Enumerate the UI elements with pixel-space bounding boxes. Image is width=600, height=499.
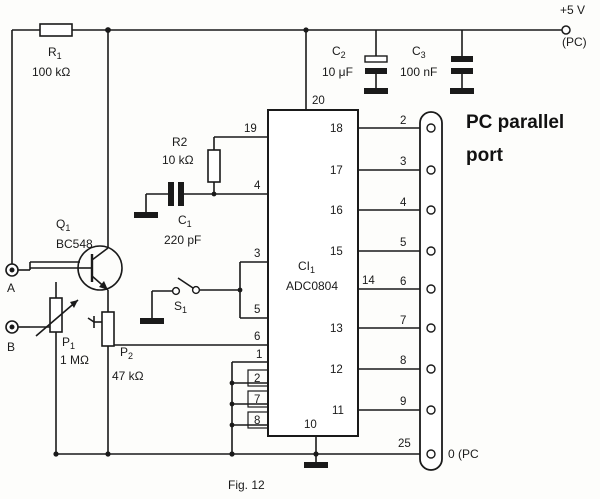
potentiometer-p1: P1 1 MΩ (30, 288, 89, 454)
r2-name: R2 (172, 135, 188, 149)
c2-value: 10 μF (322, 65, 353, 79)
c1-name: C1 (178, 213, 192, 229)
ic-pin-bottom: 10 (304, 419, 317, 431)
ic-adc0804: 20 10 CI1 ADC0804 (267, 27, 359, 437)
resistor-r2: R2 10 kΩ (162, 135, 221, 197)
capacitor-c3: C3 100 nF (400, 30, 474, 94)
port-pin: 8 (400, 355, 406, 367)
port-pin: 25 (398, 438, 411, 450)
ic-left-pin: 2 (254, 373, 260, 385)
potentiometer-p2: P2 47 kΩ (87, 311, 144, 454)
ic-right-pin: 18 (330, 123, 343, 135)
s1-name: S1 (174, 299, 187, 315)
p1-name: P1 (62, 335, 75, 351)
supply-terminal (561, 25, 571, 35)
ic-right-pin: 14 (362, 275, 375, 287)
supply-label: +5 V (560, 3, 585, 17)
ic-left-pin: 4 (254, 180, 261, 192)
ground-note: 0 (PC (448, 447, 479, 461)
terminal-b: B (5, 320, 30, 354)
port-pin: 5 (400, 237, 406, 249)
p1-value: 1 MΩ (60, 353, 89, 367)
supply-rail: +5 V (PC) (12, 3, 587, 49)
ic-name: CI1 (298, 259, 315, 275)
port-pin: 9 (400, 396, 406, 408)
ic-left-pin: 5 (254, 304, 260, 316)
figure-caption: Fig. 12 (228, 478, 265, 492)
ic-part: ADC0804 (286, 279, 338, 293)
ic-left-pin: 1 (256, 349, 262, 361)
q1-value: BC548 (56, 237, 93, 251)
heading-line1: PC parallel (466, 112, 564, 133)
port-pin: 2 (400, 115, 406, 127)
ic-left-pins: 19 4 3 5 6 1 2 7 8 (214, 123, 269, 454)
c2-name: C2 (332, 44, 346, 60)
switch-s1: S1 (140, 262, 243, 324)
heading-line2: port (466, 145, 504, 166)
ic-right-pin: 16 (330, 205, 343, 217)
ic-left-pin: 19 (244, 123, 257, 135)
capacitor-c1: C1 220 pF (134, 182, 214, 247)
c3-name: C3 (412, 44, 426, 60)
p2-name: P2 (120, 345, 133, 361)
port-pin: 4 (400, 197, 407, 209)
ic-left-pin: 7 (254, 394, 260, 406)
transistor-q1: Q1 BC548 (56, 217, 123, 291)
r1-name: R1 (48, 45, 62, 61)
terminal-a: A (5, 263, 19, 295)
ic-right-pin: 15 (330, 246, 343, 258)
p2-value: 47 kΩ (112, 369, 144, 383)
resistor-r1: R1 100 kΩ (32, 23, 73, 79)
terminal-b-label: B (7, 340, 15, 354)
ic-right-pin: 12 (330, 364, 343, 376)
ic-right-pins: 18 17 16 15 14 13 12 11 (330, 123, 428, 417)
ic-left-pin: 8 (254, 415, 260, 427)
c3-value: 100 nF (400, 65, 437, 79)
capacitor-c2: C2 10 μF (322, 30, 388, 94)
ground-symbol-ic (304, 436, 328, 468)
ic-right-pin: 11 (332, 405, 344, 417)
q1-name: Q1 (56, 217, 70, 233)
ic-pin-top: 20 (312, 95, 325, 107)
port-pin: 7 (400, 315, 406, 327)
ic-left-pin: 3 (254, 248, 260, 260)
terminal-a-label: A (7, 281, 15, 295)
r1-value: 100 kΩ (32, 65, 70, 79)
ic-left-pin: 6 (254, 331, 260, 343)
r2-value: 10 kΩ (162, 153, 194, 167)
c1-value: 220 pF (164, 233, 201, 247)
ic-right-pin: 17 (330, 165, 343, 177)
port-pin: 3 (400, 156, 406, 168)
port-pin: 6 (400, 276, 406, 288)
parallel-port-connector: 2 3 4 5 6 7 8 9 25 0 (PC (398, 111, 479, 471)
supply-note: (PC) (562, 35, 587, 49)
ic-right-pin: 13 (330, 323, 343, 335)
